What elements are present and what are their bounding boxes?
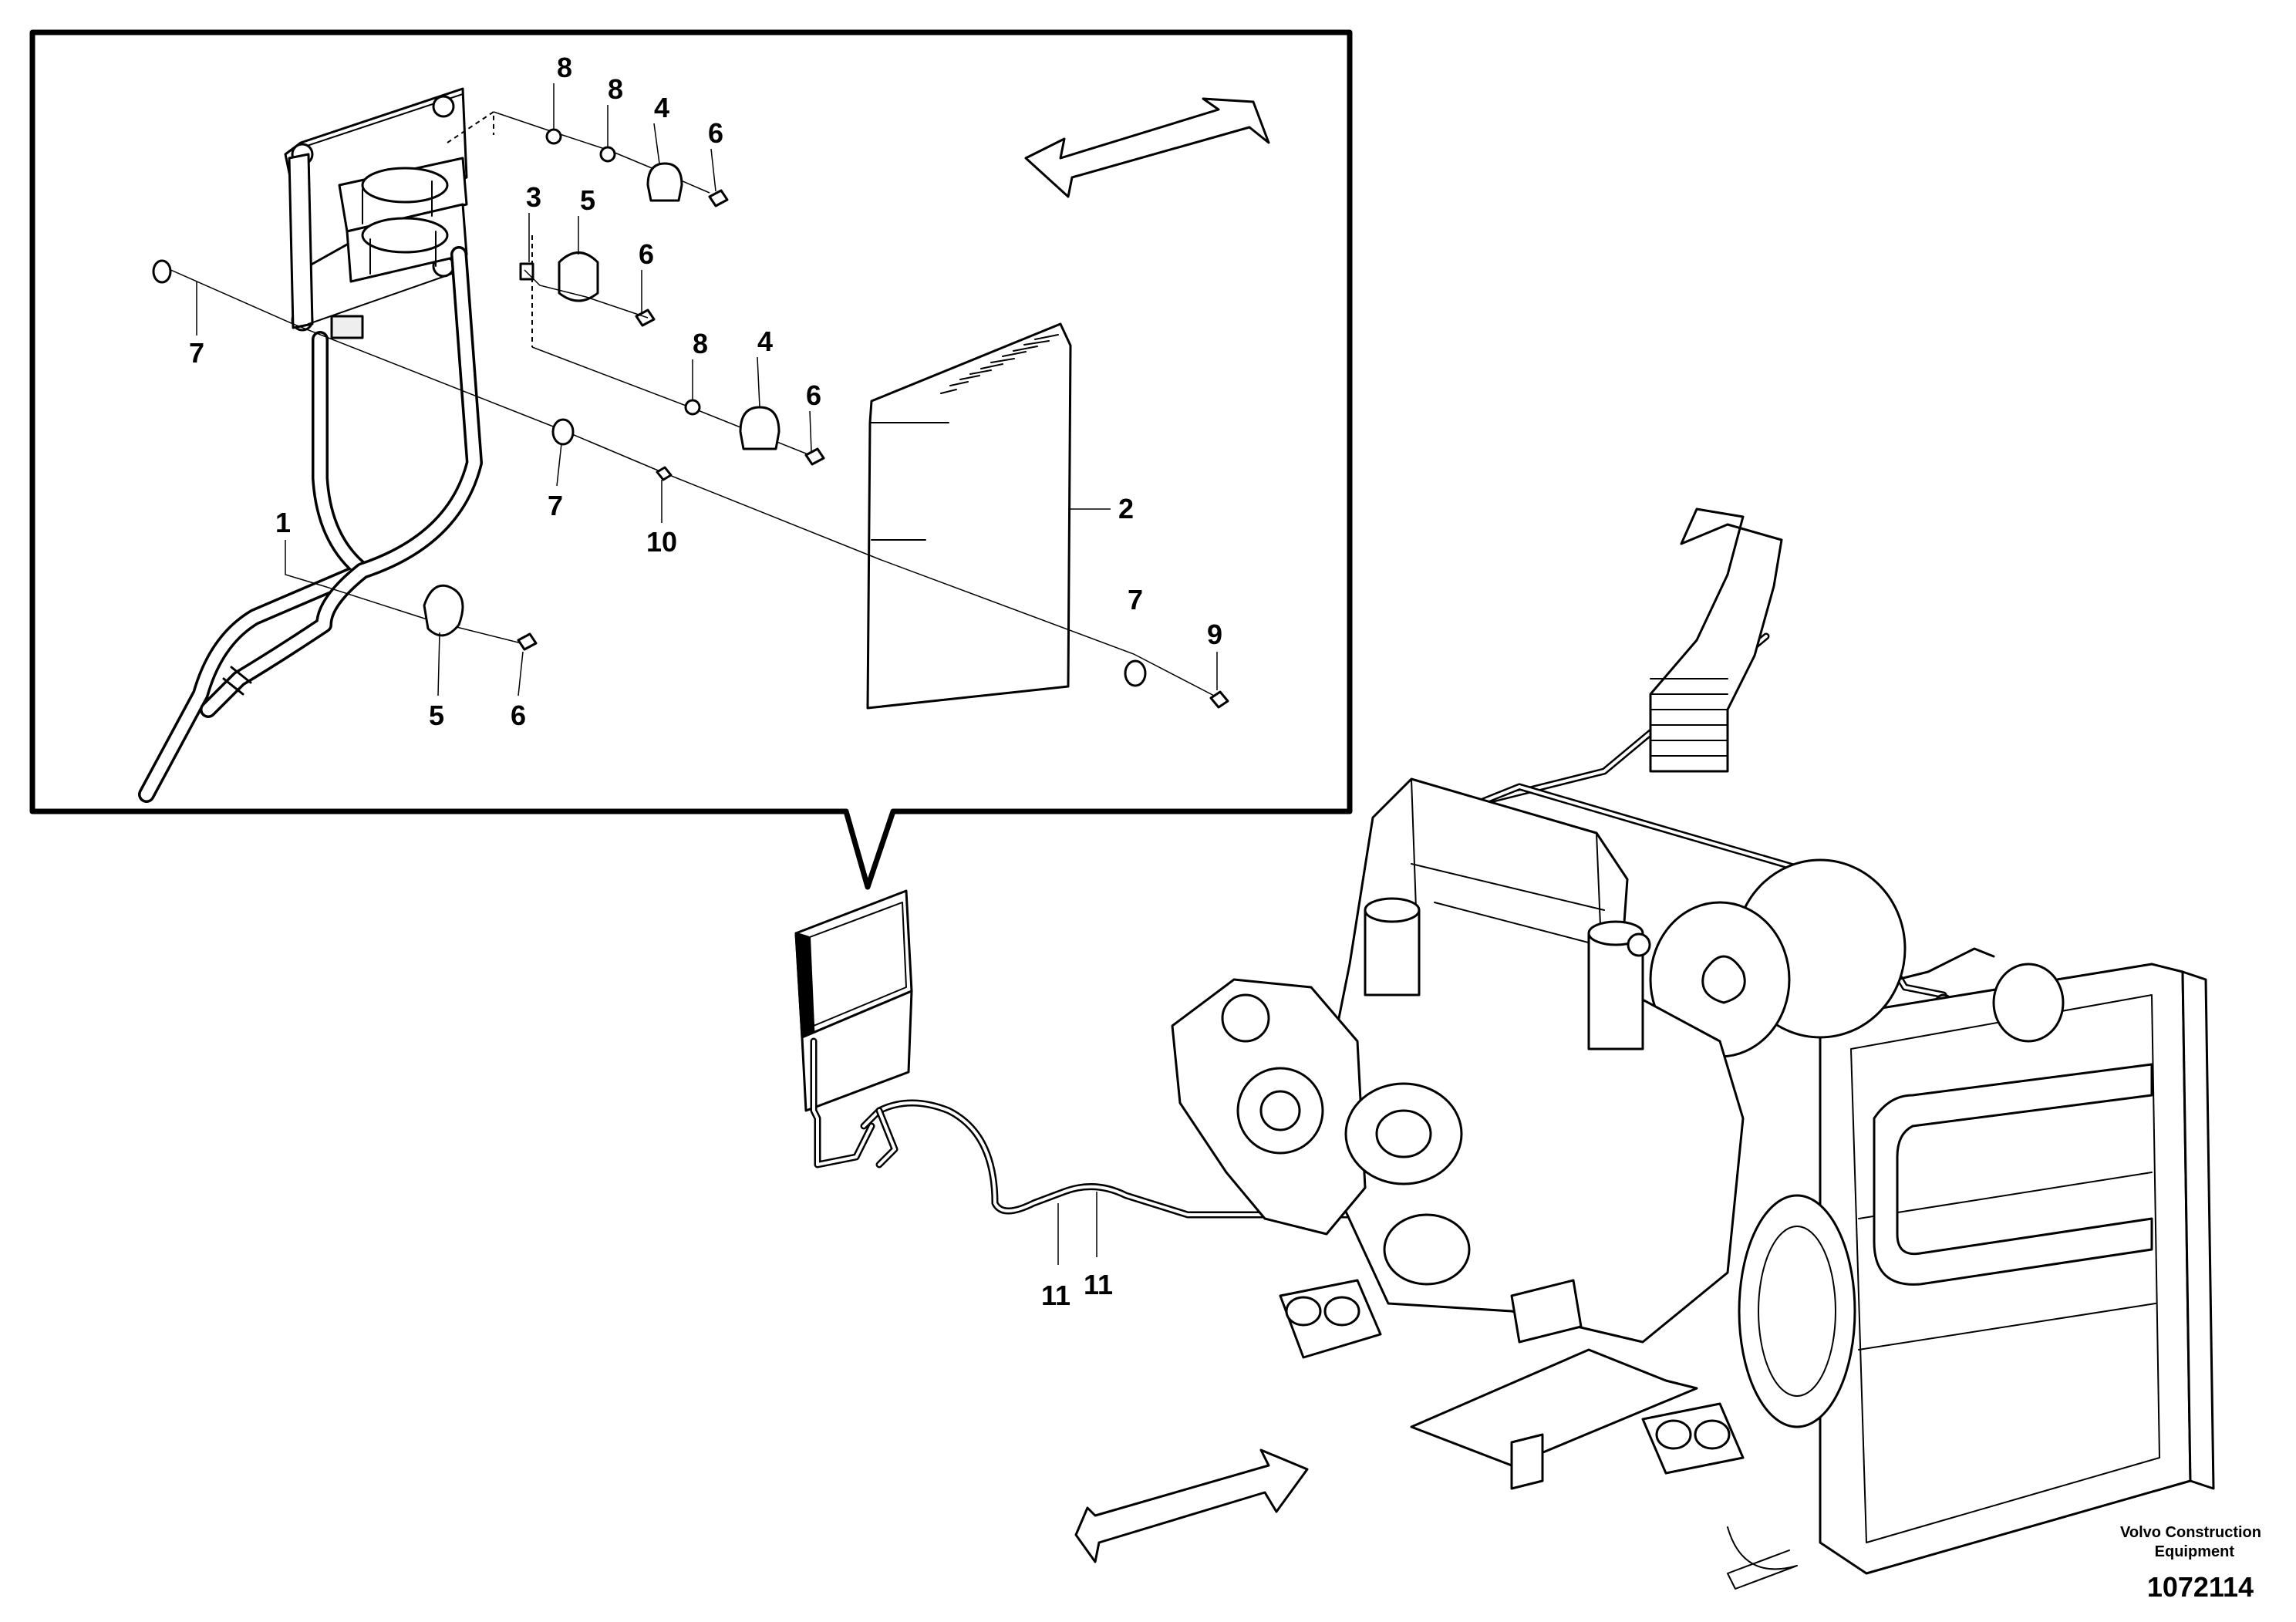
callout-7-right: 7 bbox=[1128, 584, 1143, 615]
wiring-harness-detail bbox=[138, 246, 483, 803]
callout-3: 3 bbox=[526, 181, 541, 213]
view-direction-arrow-bottom bbox=[1074, 1448, 1309, 1563]
callout-7-middle: 7 bbox=[548, 490, 563, 521]
callout-8-top-left: 8 bbox=[557, 52, 572, 83]
callout-6-top: 6 bbox=[708, 117, 723, 149]
control-unit bbox=[284, 87, 468, 339]
callout-9: 9 bbox=[1207, 619, 1222, 650]
brand-line-2: Equipment bbox=[2155, 1543, 2235, 1560]
callout-6-middle: 6 bbox=[639, 238, 654, 270]
view-direction-arrow-top bbox=[1024, 97, 1270, 198]
callout-7-left: 7 bbox=[189, 337, 204, 369]
inset-frame bbox=[29, 29, 1353, 890]
callout-4-middle: 4 bbox=[757, 325, 773, 357]
callout-11-right: 11 bbox=[1084, 1269, 1113, 1300]
callout-5-top: 5 bbox=[580, 184, 595, 216]
main-callouts: 11 11 bbox=[1041, 1192, 1113, 1311]
callout-8-top-right: 8 bbox=[608, 73, 623, 105]
callout-1: 1 bbox=[275, 507, 291, 538]
brand-line-1: Volvo Construction bbox=[2120, 1524, 2261, 1541]
callout-6-right: 6 bbox=[806, 379, 821, 411]
inset-callouts: 8 8 4 6 3 5 6 8 4 6 7 7 10 2 7 9 1 5 6 bbox=[189, 52, 1222, 731]
detail-inset bbox=[29, 29, 1353, 890]
engine-assembly bbox=[1171, 508, 2215, 1590]
callout-10: 10 bbox=[646, 526, 677, 558]
ecu-on-machine bbox=[794, 889, 913, 1168]
callout-5-bottom: 5 bbox=[429, 700, 444, 731]
fasteners bbox=[152, 110, 1229, 709]
title-block: Volvo Construction Equipment 1072114 bbox=[2120, 1524, 2261, 1603]
callout-8-middle: 8 bbox=[693, 328, 708, 359]
drawing-number: 1072114 bbox=[2147, 1571, 2254, 1603]
cover-plate bbox=[866, 322, 1072, 710]
callout-11-left: 11 bbox=[1041, 1280, 1070, 1311]
callout-4-top: 4 bbox=[654, 92, 669, 123]
callout-2: 2 bbox=[1118, 493, 1134, 524]
callout-6-bottom: 6 bbox=[511, 700, 526, 731]
